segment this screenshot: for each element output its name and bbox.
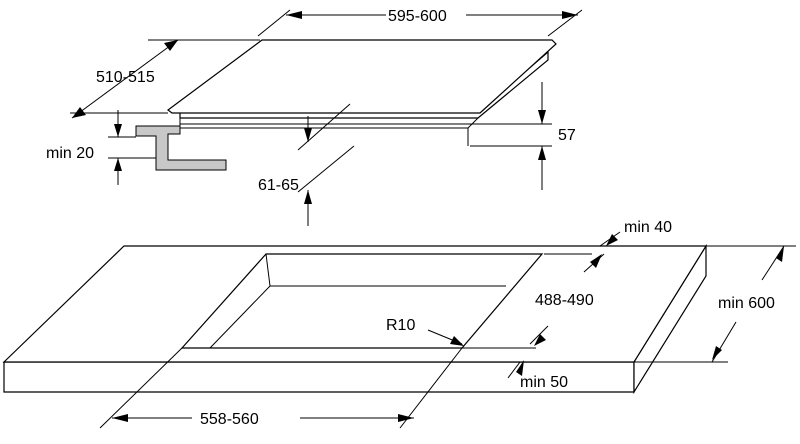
radius-callout: R10: [386, 317, 464, 346]
dimension-min-20: min 20: [46, 110, 156, 185]
min-40-label: min 40: [624, 219, 672, 236]
radius-label: R10: [386, 317, 415, 334]
dimension-min-40: min 40: [599, 219, 672, 247]
hob-glass-top: [166, 39, 557, 114]
worktop-drawing: [2, 243, 708, 395]
depth-top-label: 510-515: [96, 69, 155, 86]
dimension-61-65: 61-65: [258, 103, 355, 226]
mounting-bracket: [135, 125, 227, 171]
cutout-edge: [180, 253, 544, 349]
depth-61-65-label: 61-65: [258, 177, 299, 194]
dimension-cutout-depth: 488-490: [462, 253, 605, 349]
min-20-label: min 20: [46, 145, 94, 162]
dimension-min-600: min 600: [634, 245, 796, 363]
dimension-width-top: 595-600: [257, 8, 583, 37]
width-top-label: 595-600: [388, 8, 447, 25]
cutout-depth-label: 488-490: [535, 292, 594, 309]
min-600-label: min 600: [718, 295, 775, 312]
dimension-depth-top: 510-515: [70, 39, 260, 119]
cutout-width-label: 558-560: [200, 411, 259, 428]
height-57-label: 57: [558, 127, 576, 144]
min-50-label: min 50: [520, 374, 568, 391]
dimension-height-57: 57: [538, 82, 576, 190]
dimension-cutout-width: 558-560: [99, 347, 463, 429]
hob-drawing: [135, 39, 557, 171]
dimension-min-50: min 50: [507, 360, 568, 391]
